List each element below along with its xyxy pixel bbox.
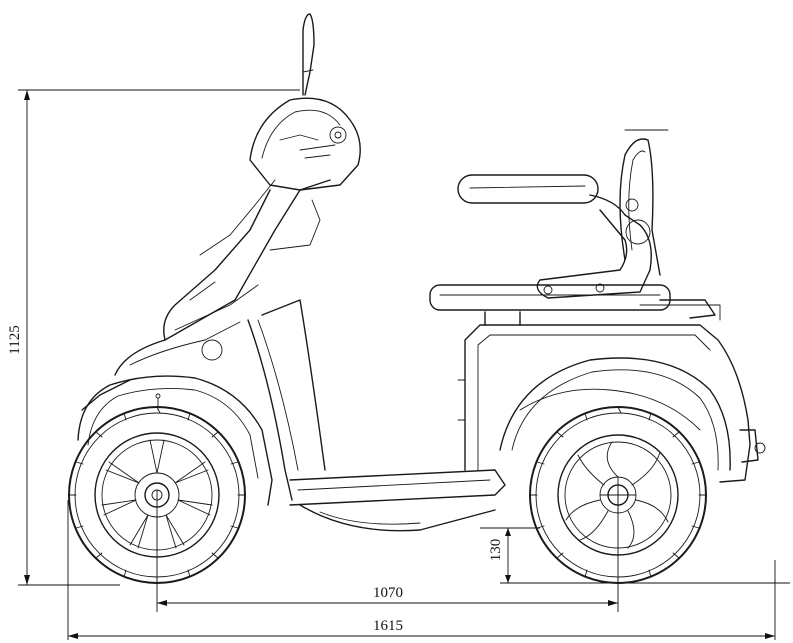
rear-tire-tread: [529, 406, 707, 584]
front-tire-tread: [68, 406, 246, 584]
front-wheel-spokes: [101, 439, 213, 549]
rear-wheel: [529, 406, 707, 584]
front-fender: [77, 375, 273, 506]
rear-wheel-spokes: [565, 441, 669, 549]
front-wheel: [68, 406, 246, 584]
floor-deck: [289, 469, 506, 532]
dimension-height-label: 1125: [7, 325, 23, 354]
dimension-ground-clearance-label: 130: [488, 539, 504, 562]
seat: [429, 284, 721, 326]
dimension-length-label: 1615: [373, 618, 403, 634]
dimension-wheelbase-label: 1070: [373, 585, 403, 601]
dimension-length: 1615: [67, 500, 776, 640]
backrest: [619, 129, 669, 276]
steering-head: [249, 13, 361, 191]
dimension-ground-clearance: 130: [480, 527, 790, 584]
dimension-height: 1125: [7, 89, 300, 586]
armrest: [457, 174, 652, 299]
front-body: [114, 179, 331, 501]
dimension-wheelbase: 1070: [156, 490, 619, 612]
rear-body: [457, 324, 766, 483]
